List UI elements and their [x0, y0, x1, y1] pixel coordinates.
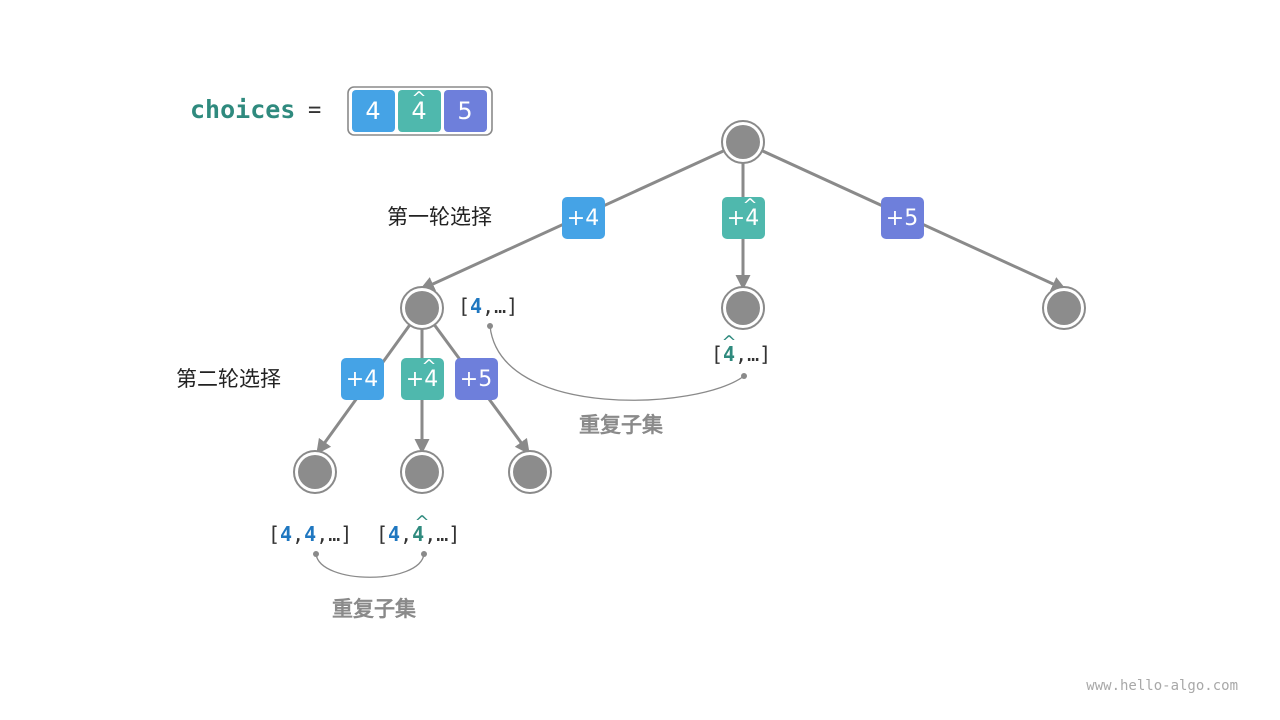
badge-l1-plus5: +5 [881, 197, 924, 239]
tree-node-root [721, 120, 765, 164]
svg-text:+5: +5 [886, 206, 918, 231]
hat-mark: ^ [721, 332, 736, 353]
badge-l1-plus4-hat: +4 ^ [722, 195, 765, 239]
choices-cell-0: 4 [352, 90, 395, 132]
svg-text:4: 4 [411, 97, 426, 125]
svg-text:+4: +4 [406, 367, 438, 392]
tree-node-l2-right [508, 450, 552, 494]
duplicate-subset-label-lower: 重复子集 [332, 597, 417, 621]
subset-label-c: [4,4,…] [268, 522, 352, 546]
svg-text:+4: +4 [567, 206, 599, 231]
hat-mark: ^ [742, 195, 757, 216]
subset-label-d: [4,4,…] [376, 522, 460, 546]
choices-label: choices [190, 95, 295, 124]
hat-mark: ^ [414, 512, 429, 533]
subset-label-a: [4,…] [458, 294, 518, 318]
svg-text:4: 4 [365, 97, 380, 125]
tree-node-l2-mid [400, 450, 444, 494]
round-label-second: 第二轮选择 [176, 367, 281, 391]
choices-cell-2: 5 [444, 90, 487, 132]
connector-dot [313, 551, 319, 557]
badge-l2-plus4: +4 [341, 358, 384, 400]
connector-dot [421, 551, 427, 557]
connector-dot [741, 373, 747, 379]
tree-node-l1-right [1042, 286, 1086, 330]
tree-node-l2-left [293, 450, 337, 494]
duplicate-subset-label-upper: 重复子集 [579, 413, 664, 437]
connector-dot [487, 323, 493, 329]
tree-node-l1-mid [721, 286, 765, 330]
choices-cell-1: 4 ^ [398, 88, 441, 132]
svg-text:5: 5 [457, 97, 472, 125]
round-label-first: 第一轮选择 [387, 205, 492, 229]
duplicate-connector-upper [489, 325, 745, 401]
hat-mark: ^ [421, 356, 436, 377]
badge-l2-plus5: +5 [455, 358, 498, 400]
subset-label-b: [4,…] [711, 342, 771, 366]
badge-l1-plus4: +4 [562, 197, 605, 239]
hat-mark: ^ [411, 88, 426, 109]
equals-sign: = [308, 98, 321, 123]
badge-l2-plus4-hat: +4 ^ [401, 356, 444, 400]
svg-text:+4: +4 [346, 367, 378, 392]
svg-text:+5: +5 [460, 367, 492, 392]
svg-text:+4: +4 [727, 206, 759, 231]
watermark: www.hello-algo.com [1086, 678, 1238, 694]
tree-node-l1-left [400, 286, 444, 330]
duplicate-connector-lower [315, 553, 425, 578]
